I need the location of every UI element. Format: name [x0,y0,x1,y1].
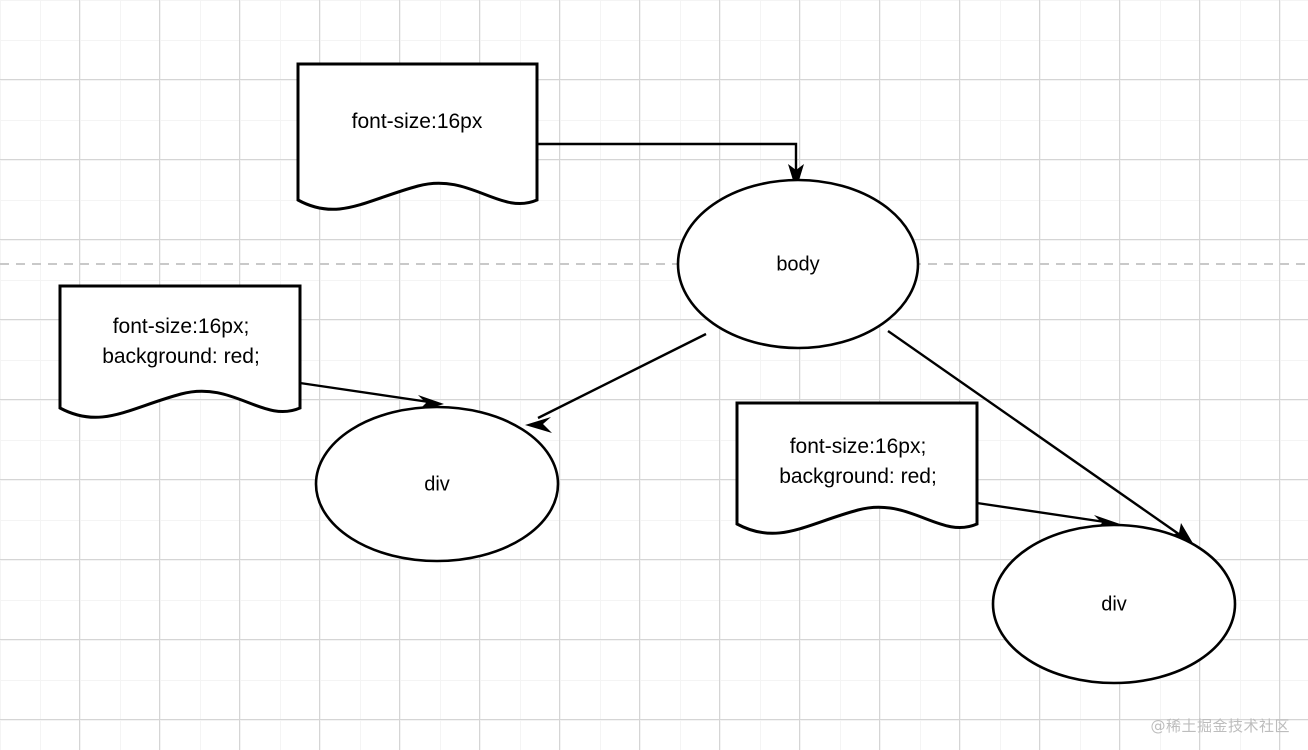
note-body-style-line-1: font-size:16px [352,110,483,133]
note-div-right-style-line-2: background: red; [779,465,937,488]
arrowhead-icon [525,417,552,433]
edge-body-to-div-right[interactable] [887,330,1194,545]
node-div-left-label: div [424,473,450,495]
note-div-left-style-line-1: font-size:16px; [113,315,250,338]
note-div-left-style-line-2: background: red; [102,345,260,368]
node-body-ellipse [676,178,920,350]
edge-note-to-body[interactable] [538,142,804,190]
node-body-label: body [776,253,819,275]
note-body-style[interactable]: font-size:16px [296,62,539,211]
arrowhead-icon [1169,523,1194,545]
node-div-right[interactable]: div [991,523,1237,685]
note-div-right-style-line-1: font-size:16px; [790,435,927,458]
node-div-left-ellipse [314,405,560,563]
arrowhead-icon [788,164,804,190]
note-div-left-style[interactable]: font-size:16px; background: red; [58,284,302,419]
note-div-right-style[interactable]: font-size:16px; background: red; [735,401,979,535]
watermark: @稀土掘金技术社区 [1150,717,1290,735]
node-div-right-ellipse [991,523,1237,685]
node-div-left[interactable]: div [314,405,560,563]
node-div-right-label: div [1101,593,1127,615]
edge-body-to-div-left[interactable] [525,332,707,433]
node-body[interactable]: body [676,178,920,350]
